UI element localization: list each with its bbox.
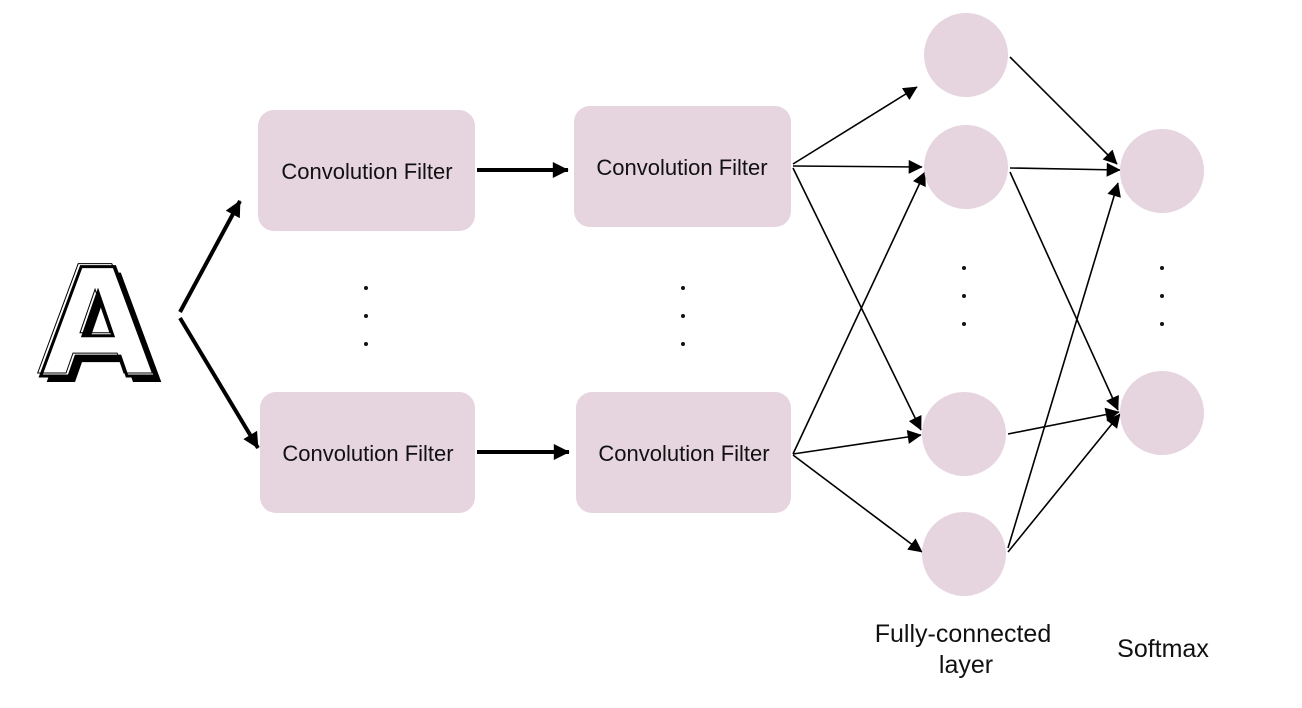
fc-ellipsis (962, 266, 966, 326)
arrow-to-bottom-filter (178, 316, 260, 450)
edge (1007, 413, 1121, 553)
filter-ellipsis-left (364, 286, 368, 346)
arrow-to-top-filter (178, 200, 242, 313)
softmax-label: Softmax (1117, 635, 1209, 663)
fc-node (924, 13, 1008, 97)
fc-node (924, 125, 1008, 209)
input-glyph-outline: A (40, 238, 156, 412)
fc-layer-label-line1: Fully-connected (875, 620, 1051, 648)
softmax-node (1120, 371, 1204, 455)
conv-filter-label: Convolution Filter (598, 441, 769, 466)
edge (792, 454, 923, 553)
conv-filter-label: Convolution Filter (282, 441, 453, 466)
conv-filter-label: Convolution Filter (596, 155, 767, 180)
conv-filter-box (574, 106, 791, 227)
conv-filter-top-right: Convolution Filter (574, 106, 791, 227)
fc-to-softmax-connections (1007, 56, 1121, 553)
softmax-ellipsis (1160, 266, 1164, 326)
filter-chain-arrows (477, 162, 570, 460)
edge (1009, 171, 1119, 411)
edge (1009, 56, 1118, 165)
conv-filter-box (258, 110, 475, 231)
fc-node (922, 392, 1006, 476)
letter-a-outline-icon: A A A (36, 235, 162, 419)
input-split-arrows (178, 200, 260, 450)
edge (1007, 407, 1120, 435)
softmax-node (1120, 129, 1204, 213)
edge (792, 159, 923, 174)
edge (792, 167, 922, 431)
input-glyph-inner: A (37, 235, 153, 409)
edge (1007, 182, 1121, 549)
conv-filter-bottom-right: Convolution Filter (576, 392, 791, 513)
filter-ellipsis-right (681, 286, 685, 346)
fully-connected-layer (922, 13, 1008, 596)
conv-filter-top-left: Convolution Filter (258, 110, 475, 231)
conv-filter-bottom-left: Convolution Filter (260, 392, 475, 513)
conv-filter-box (576, 392, 791, 513)
edge (1009, 162, 1121, 177)
softmax-layer (1120, 129, 1204, 455)
fc-layer-label-line2: layer (939, 651, 993, 679)
conv-to-fc-connections (792, 86, 926, 553)
conv-filter-label: Convolution Filter (281, 159, 452, 184)
edge (792, 171, 926, 455)
input-glyph-shadow: A (46, 244, 162, 418)
fc-node (922, 512, 1006, 596)
edge (792, 430, 922, 455)
edge (792, 86, 918, 165)
conv-filter-box (260, 392, 475, 513)
